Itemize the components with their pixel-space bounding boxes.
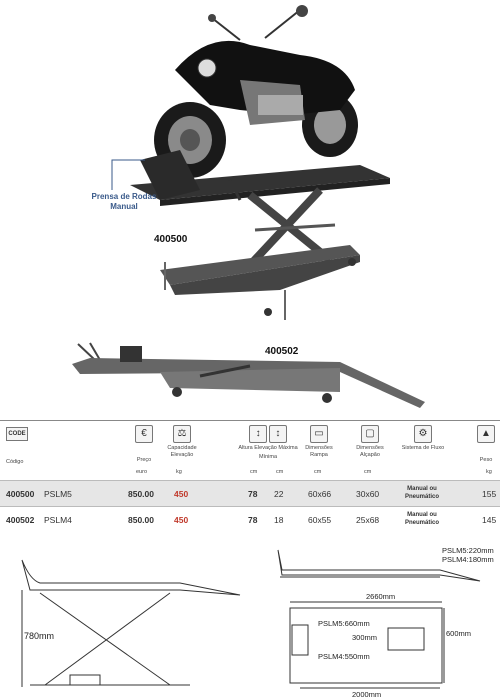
height-min-icon: ↕ [268, 425, 287, 443]
dim-plate-width: 300mm [352, 633, 378, 642]
plate-icon: ▢ [361, 425, 379, 443]
product-code-bottom: 400502 [265, 346, 299, 357]
unit-plate: cm [364, 469, 372, 475]
top-lift-image [130, 150, 390, 320]
dim-total-length: 2660mm [366, 592, 396, 601]
unit-capacity: kg [176, 469, 182, 475]
prensa-label: Prensa de Rodas Manual [91, 192, 157, 211]
header-code: Código [6, 459, 24, 465]
code-box: CODE [6, 427, 28, 441]
unit-weight: kg [486, 469, 492, 475]
unit-price: euro [136, 469, 148, 475]
weight-icon: ▲ [477, 425, 495, 443]
header-flow: ⚙ Sistema de Fluxo [400, 425, 446, 452]
product-code-top: 400500 [154, 234, 188, 245]
ramp-icon: ▭ [310, 425, 328, 443]
side-elevation-drawing [21, 559, 241, 687]
prensa-pointer [111, 159, 145, 190]
table-row: 400502 PSLM4 850.00 450 78 18 60x55 25x6… [0, 506, 500, 532]
top-plan-drawing [289, 601, 445, 689]
header-plate: ▢ Dimensões Alçapão [350, 425, 390, 459]
header-ramp: ▭ Dimensões Rampa [302, 425, 336, 459]
dim-pslm4-plate: PSLM4:550mm [318, 652, 370, 661]
dimension-drawings: 780mm PSLM5:220mm PSLM4:180mm 2660mm PSL… [0, 545, 500, 699]
unit-hmin: cm [276, 469, 284, 475]
header-price: € Preço [132, 425, 156, 464]
dim-pslm5-plate: PSLM5:660mm [318, 619, 370, 628]
product-photos: Prensa de Rodas Manual 400500 400502 [72, 5, 425, 408]
table-row: 400500 PSLM5 850.00 450 78 22 60x66 30x6… [0, 480, 500, 506]
dim-height: 780mm [24, 631, 55, 641]
dim-pslm5-ramp: PSLM5:220mm [442, 546, 494, 555]
side-view-drawing [277, 549, 481, 582]
euro-icon: € [135, 425, 153, 443]
dim-base-length: 2000mm [352, 690, 382, 699]
lift-illustrations [72, 5, 425, 408]
motorcycle-image [154, 5, 358, 178]
dim-pslm4-ramp: PSLM4:180mm [442, 555, 494, 564]
unit-ramp: cm [314, 469, 322, 475]
bottom-lift-image [72, 342, 425, 408]
gear-icon: ⚙ [414, 425, 432, 443]
header-height: ↕ ↕ Altura Elevação Máxima Mínima [238, 425, 298, 461]
header-capacity: ⚖ Capacidade Elevação [162, 425, 202, 459]
header-weight: ▲ Peso [474, 425, 498, 464]
spec-table: CODE Código € Preço ⚖ Capacidade Elevaçã… [0, 420, 500, 532]
capacity-icon: ⚖ [173, 425, 191, 443]
height-max-icon: ↕ [249, 425, 268, 443]
unit-hmax: cm [250, 469, 258, 475]
dim-width: 600mm [446, 629, 472, 638]
spec-header: CODE Código € Preço ⚖ Capacidade Elevaçã… [0, 420, 500, 480]
technical-drawing [21, 549, 481, 689]
